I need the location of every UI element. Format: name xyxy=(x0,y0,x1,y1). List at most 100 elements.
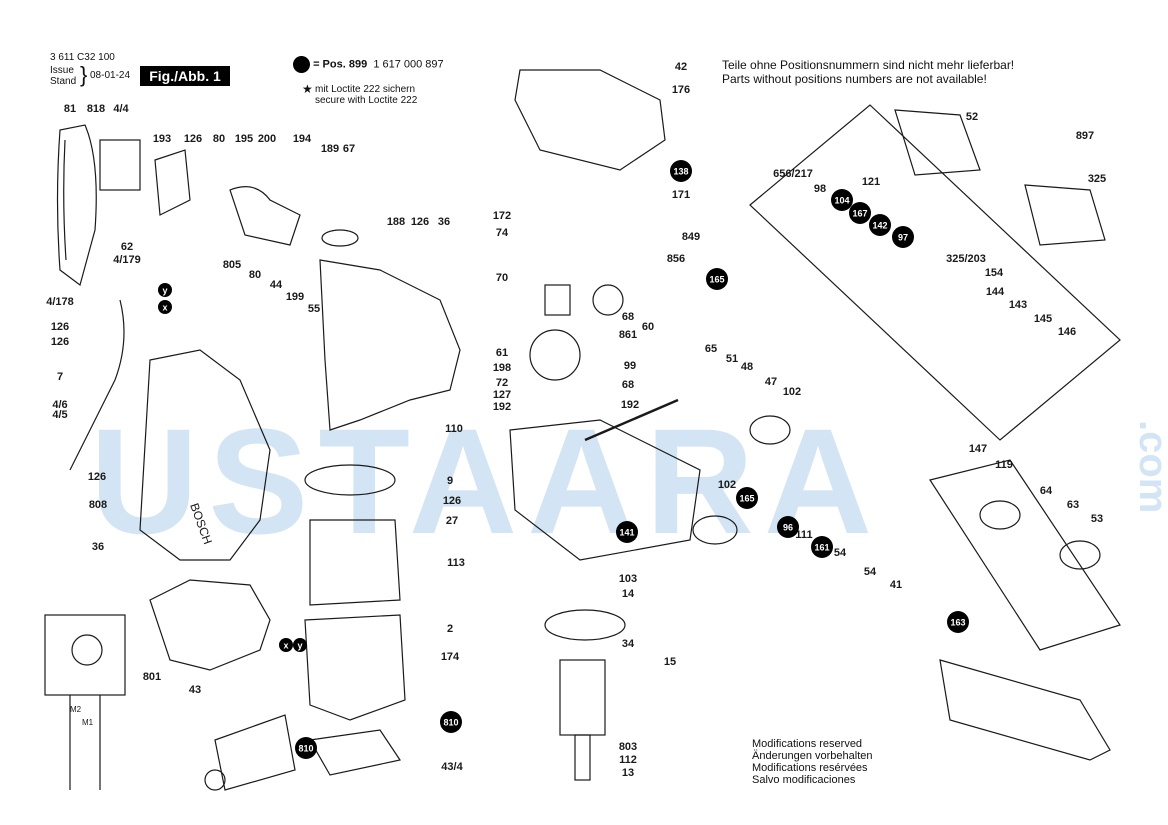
handle-part xyxy=(63,139,67,261)
motor-symbol xyxy=(71,634,103,666)
pos-badge-label: 142 xyxy=(872,221,887,231)
figure-label: Fig./Abb. 1 xyxy=(140,66,230,86)
part-label: 47 xyxy=(765,376,777,388)
part-label: 4/178 xyxy=(46,296,74,308)
circuit-wire xyxy=(69,695,101,790)
pos-badge-circle xyxy=(831,189,853,211)
part-label: 194 xyxy=(293,133,312,145)
part-label: 171 xyxy=(672,189,690,201)
part-label: 81 xyxy=(64,103,76,115)
ring-part xyxy=(979,500,1021,530)
handle-part xyxy=(56,124,97,287)
part-label: 36 xyxy=(438,216,450,228)
part-label: 126 xyxy=(51,321,69,333)
part-label: 174 xyxy=(441,651,460,663)
needle-bearing xyxy=(544,284,571,316)
part-label: 126 xyxy=(443,495,461,507)
part-label: 803 xyxy=(619,741,637,753)
modifications-note: Modifications reserved Änderungen vorbeh… xyxy=(752,738,872,786)
part-label: 849 xyxy=(682,231,700,243)
pos-badge-circle xyxy=(777,516,799,538)
pos-badge-label: 104 xyxy=(834,196,849,206)
part-label: 121 xyxy=(862,176,880,188)
part-label: 65 xyxy=(705,343,717,355)
pos-badge-label: 165 xyxy=(709,275,724,285)
part-label: 54 xyxy=(864,566,877,578)
part-label: 70 xyxy=(496,272,508,284)
part-label: 64 xyxy=(1040,485,1053,497)
part-label: 53 xyxy=(1091,513,1103,525)
part-label: 72 xyxy=(496,377,508,389)
part-label: 188 xyxy=(387,216,405,228)
part-label: 68 xyxy=(622,311,634,323)
modifications-line: Salvo modificaciones xyxy=(752,774,856,786)
part-label: 13 xyxy=(622,767,634,779)
part-label: 80 xyxy=(249,269,261,281)
gear-housing xyxy=(149,579,271,671)
part-label: 126 xyxy=(88,471,106,483)
availability-note-de: Teile ohne Positionsnummern sind nicht m… xyxy=(722,58,1015,72)
part-label: 127 xyxy=(493,389,511,401)
chuck-part xyxy=(894,109,981,176)
pos-badge-label: 810 xyxy=(443,718,458,728)
part-label: 861 xyxy=(619,329,637,341)
circuit-diagram xyxy=(44,614,126,696)
part-label: 818 xyxy=(87,103,105,115)
motor-housing xyxy=(304,614,406,721)
pos-badge-circle xyxy=(295,737,317,759)
fan-ring xyxy=(304,464,396,496)
pos-badge-circle xyxy=(616,521,638,543)
part-label: 4/6 xyxy=(52,399,67,411)
pos-badge-circle xyxy=(811,536,833,558)
part-label: 43 xyxy=(189,684,201,696)
part-label: 195 xyxy=(235,133,253,145)
gearbox-cover xyxy=(514,69,666,171)
part-label: 48 xyxy=(741,361,753,373)
availability-note-en: Parts without positions numbers are not … xyxy=(722,72,987,86)
modifications-line: Modifications resérvées xyxy=(752,762,868,774)
part-label: 145 xyxy=(1034,313,1052,325)
part-label: 192 xyxy=(621,399,639,411)
part-label: 42 xyxy=(675,61,687,73)
pos-badge-circle xyxy=(849,202,871,224)
part-label: 325/203 xyxy=(946,253,986,265)
armature-fan xyxy=(544,609,626,641)
inset-ring xyxy=(204,769,226,791)
part-label: 856 xyxy=(667,253,685,265)
part-label: 143 xyxy=(1009,299,1027,311)
switch-part xyxy=(99,139,141,191)
part-label: 102 xyxy=(783,386,801,398)
part-label: 154 xyxy=(985,267,1004,279)
housing-part xyxy=(319,259,461,431)
watermark-text: USTAARA xyxy=(90,397,883,565)
part-label: 808 xyxy=(89,499,107,511)
ring-part xyxy=(1059,540,1101,570)
part-label: 126 xyxy=(184,133,202,145)
housing-brand: BOSCH xyxy=(187,501,215,546)
armature-core xyxy=(559,659,606,736)
loctite-note: ★ mit Loctite 222 sichern secure with Lo… xyxy=(302,83,417,106)
pos-badge-label: 163 xyxy=(950,618,965,628)
part-label: 172 xyxy=(493,210,511,222)
part-label: 80 xyxy=(213,133,225,145)
pos-badge-label: 141 xyxy=(619,528,634,538)
part-label: 147 xyxy=(969,443,987,455)
part-label: 36 xyxy=(92,541,104,553)
pos-legend: = Pos. 899 1 617 000 897 xyxy=(293,56,444,73)
part-label: 51 xyxy=(726,353,738,365)
star-icon: ★ xyxy=(302,82,313,96)
part-label: 2 xyxy=(447,623,453,635)
ring-part xyxy=(692,515,738,545)
part-label: 192 xyxy=(493,401,511,413)
part-label: 27 xyxy=(446,515,458,527)
part-label: 52 xyxy=(966,111,978,123)
armature-shaft xyxy=(574,734,591,781)
stator-part xyxy=(309,519,401,606)
drill-bit-frame xyxy=(929,459,1121,651)
part-label: 198 xyxy=(493,362,511,374)
part-label: 102 xyxy=(718,479,736,491)
part-label: 14 xyxy=(622,588,635,600)
brush-plate xyxy=(309,729,401,776)
